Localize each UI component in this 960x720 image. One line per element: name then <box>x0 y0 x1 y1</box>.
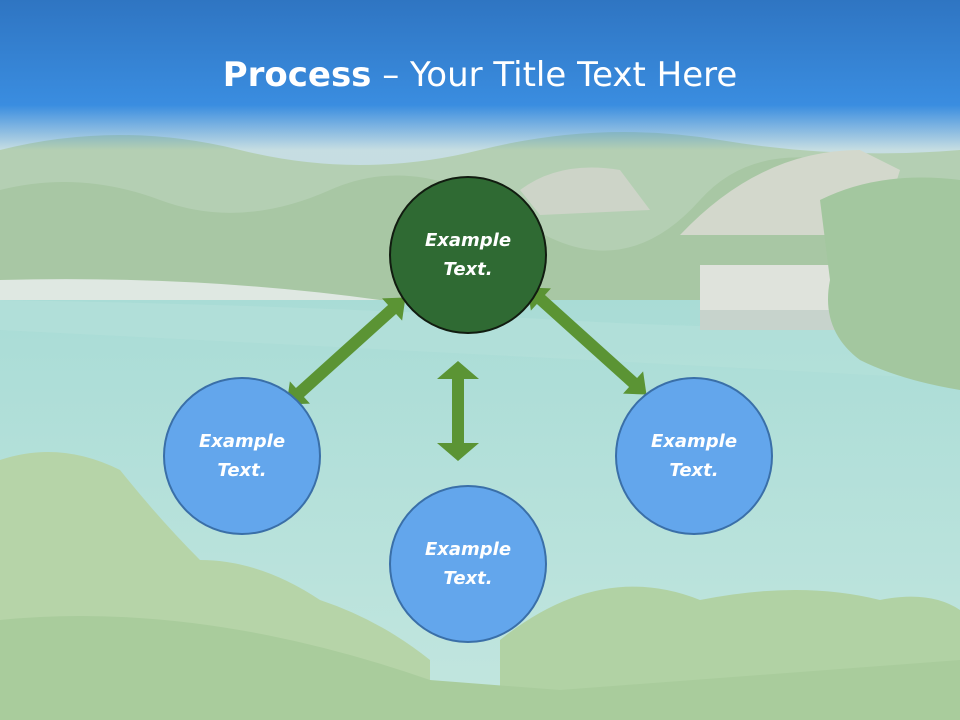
step-label: Example Text. <box>424 230 512 280</box>
process-step-top: Example Text. <box>389 176 547 334</box>
title-rest: – Your Title Text Here <box>371 55 738 95</box>
title-bar <box>0 0 960 150</box>
double-arrow-icon <box>527 287 647 395</box>
slide-title: Process – Your Title Text Here <box>0 52 960 98</box>
step-label: Example Text. <box>424 539 512 589</box>
step-label: Example Text. <box>650 431 738 481</box>
process-step-right: Example Text. <box>615 377 773 535</box>
process-step-left: Example Text. <box>163 377 321 535</box>
title-bold: Process <box>222 55 372 95</box>
process-step-bottom: Example Text. <box>389 485 547 643</box>
double-arrow-icon <box>286 297 406 405</box>
step-label: Example Text. <box>198 431 286 481</box>
double-arrow-icon <box>437 361 479 461</box>
